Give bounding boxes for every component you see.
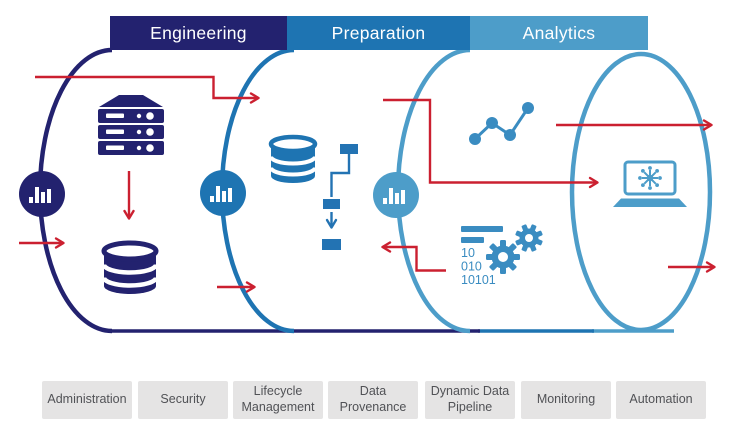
- capability-automation: Automation: [616, 381, 706, 419]
- pipeline-pipe: [37, 47, 713, 334]
- bar-chart-node-icon: [210, 186, 232, 202]
- binary-line-2: 010: [461, 260, 482, 274]
- flow-arrow-to-laptop: [383, 98, 599, 189]
- line-chart-icon: [469, 102, 534, 145]
- small-gear: [515, 224, 543, 252]
- capability-dynamic-data-pipeline: Dynamic Data Pipeline: [425, 381, 515, 419]
- stage-band-preparation: Preparation: [287, 16, 470, 50]
- database-icon: [101, 240, 159, 294]
- capability-lifecycle-management: Lifecycle Management: [233, 381, 323, 419]
- flow-arrow-engineering-in: [35, 75, 260, 104]
- server-icon: [98, 95, 164, 155]
- laptop-hub-icon: [613, 160, 687, 207]
- stage-band-analytics: Analytics: [470, 16, 648, 50]
- capability-monitoring: Monitoring: [521, 381, 611, 419]
- stage-node-preparation: [200, 170, 246, 216]
- database-icon: [268, 134, 318, 183]
- bar-chart-node-icon: [29, 187, 51, 203]
- capability-data-provenance: Data Provenance: [328, 381, 418, 419]
- flow-arrows: [19, 75, 716, 293]
- binary-line-1: 10: [461, 246, 475, 260]
- flow-arrow-gears-back: [381, 241, 446, 272]
- stage-node-engineering: [19, 171, 65, 217]
- large-gear: [486, 240, 520, 274]
- stage-band-engineering: Engineering: [110, 16, 287, 50]
- gears-binary-icon: 10 010 10101: [461, 224, 543, 287]
- binary-line-3: 10101: [461, 273, 496, 287]
- hub-asterisk-icon: [638, 166, 662, 190]
- capability-security: Security: [138, 381, 228, 419]
- stage-node-analytics: [373, 172, 419, 218]
- capability-administration: Administration: [42, 381, 132, 419]
- bar-chart-node-icon: [383, 188, 405, 204]
- flowchart-icon: [322, 144, 358, 250]
